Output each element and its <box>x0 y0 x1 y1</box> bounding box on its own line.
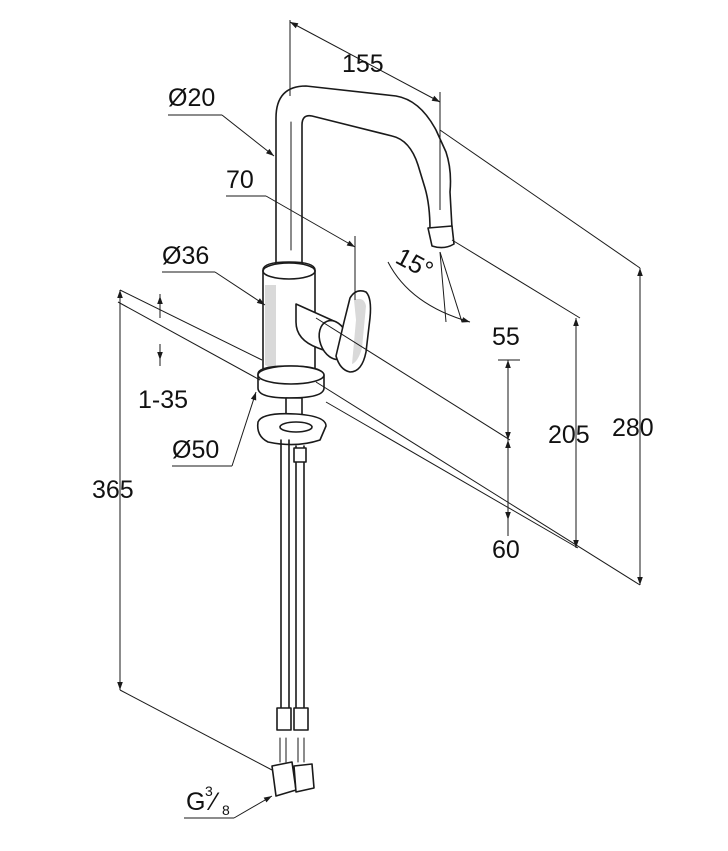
thread-numerator: 3 <box>205 783 213 799</box>
hose-left <box>280 439 290 713</box>
label-base-diameter: Ø50 <box>172 436 219 464</box>
label-deck-thickness: 1-35 <box>138 386 188 414</box>
base-top <box>257 365 325 385</box>
dimension-lines <box>117 20 643 819</box>
body-shade <box>265 285 276 370</box>
hose-nut-left <box>271 761 297 797</box>
hose-fitting-left <box>276 707 292 731</box>
hose-nut-right <box>293 763 315 793</box>
thread-denominator: 8 <box>222 802 230 818</box>
label-dim-60: 60 <box>492 536 520 564</box>
hose-fitting-right <box>293 707 309 731</box>
hose-thread-detail <box>279 737 305 763</box>
label-body-diameter: Ø36 <box>162 242 209 270</box>
spout-tube <box>275 85 453 271</box>
clamp-nut-hole <box>279 421 313 433</box>
label-thread-size: G 3 ⁄ 8 <box>186 783 230 818</box>
lever-shade <box>352 298 366 364</box>
thread-prefix: G <box>186 788 205 816</box>
label-dim-280: 280 <box>612 414 654 442</box>
faucet-outline <box>256 85 455 797</box>
aerator <box>427 225 455 249</box>
body-top <box>262 262 316 280</box>
label-handle-offset: 70 <box>226 166 254 194</box>
label-hose-length: 365 <box>92 476 134 504</box>
clamp-nut <box>256 412 327 446</box>
label-dim-205: 205 <box>548 421 590 449</box>
label-dim-55: 55 <box>492 323 520 351</box>
dim-155-line <box>289 21 441 103</box>
hose-crimp-top <box>293 447 307 463</box>
hose-right <box>295 445 305 713</box>
dim-70-line <box>265 195 356 248</box>
angle-arc <box>387 261 471 323</box>
label-spout-diameter: Ø20 <box>168 84 215 112</box>
label-spout-reach: 155 <box>342 50 384 78</box>
